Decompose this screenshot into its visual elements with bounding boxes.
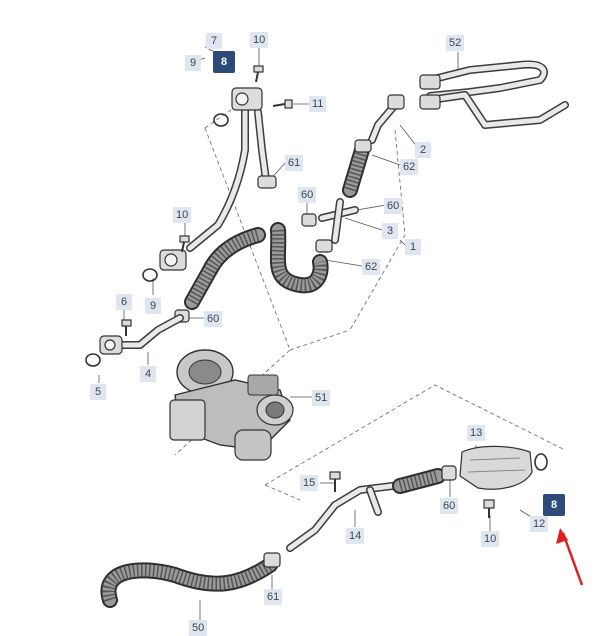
callout-10: 10 bbox=[481, 531, 500, 547]
coolant-pipe-lower-left bbox=[99, 314, 184, 355]
callout-51: 51 bbox=[312, 390, 331, 406]
callout-4: 4 bbox=[140, 366, 156, 382]
t-piece-3 bbox=[318, 198, 359, 244]
bolt-right-upper bbox=[272, 99, 293, 109]
callout-60: 60 bbox=[204, 311, 223, 327]
callout-61: 61 bbox=[264, 589, 283, 605]
callout-3: 3 bbox=[382, 223, 398, 239]
callout-50: 50 bbox=[189, 620, 208, 636]
callout-52: 52 bbox=[446, 35, 465, 51]
callout-9: 9 bbox=[145, 298, 161, 314]
callout-14: 14 bbox=[346, 528, 365, 544]
hose-clamp-61 bbox=[257, 175, 277, 189]
bolt-10-lower bbox=[483, 499, 495, 518]
o-ring-upper bbox=[213, 113, 229, 127]
o-ring-12 bbox=[534, 453, 548, 471]
connection-flange-upper bbox=[231, 87, 263, 111]
hose-clamp-60-lower bbox=[441, 465, 457, 481]
heat-shield-13 bbox=[459, 445, 533, 490]
pipe-assembly-52 bbox=[419, 60, 569, 129]
callout-12: 12 bbox=[530, 516, 549, 532]
callout-61: 61 bbox=[285, 155, 304, 171]
leader-lines bbox=[98, 46, 537, 620]
red-indicator-arrow bbox=[556, 528, 584, 586]
short-hose-left bbox=[184, 227, 266, 310]
callout-60: 60 bbox=[384, 198, 403, 214]
callout-1: 1 bbox=[405, 239, 421, 255]
bolt-upper bbox=[253, 65, 264, 83]
info-badge-8[interactable]: 8 bbox=[213, 51, 235, 73]
assembly-outline-lower bbox=[264, 384, 566, 501]
callout-13: 13 bbox=[467, 425, 486, 441]
bolt-15 bbox=[329, 471, 341, 492]
bolt-lower-left bbox=[121, 319, 132, 336]
callout-11: 11 bbox=[309, 96, 327, 112]
callout-60: 60 bbox=[440, 498, 459, 514]
small-hose-lower bbox=[392, 468, 446, 494]
info-badge-8[interactable]: 8 bbox=[543, 494, 565, 516]
turbocharger-51 bbox=[169, 349, 294, 461]
o-ring-left bbox=[142, 268, 158, 282]
callout-15: 15 bbox=[300, 475, 319, 491]
coolant-hose-50 bbox=[100, 557, 278, 608]
callout-5: 5 bbox=[90, 384, 106, 400]
pipe-union-left bbox=[159, 249, 187, 271]
callout-10: 10 bbox=[173, 207, 192, 223]
callout-9: 9 bbox=[185, 55, 201, 71]
callout-62: 62 bbox=[400, 159, 419, 175]
o-ring-lower-left bbox=[85, 353, 101, 367]
bolt-left bbox=[179, 235, 190, 253]
hose-clamp-62-lower bbox=[315, 239, 333, 253]
center-hose bbox=[269, 222, 329, 294]
callout-60: 60 bbox=[298, 187, 317, 203]
callout-10: 10 bbox=[250, 32, 269, 48]
hose-clamp-61-lower bbox=[263, 552, 281, 568]
callout-6: 6 bbox=[116, 294, 132, 310]
hose-clamp-60-center bbox=[301, 213, 317, 227]
hose-clamp-62-upper bbox=[354, 139, 372, 153]
callout-7: 7 bbox=[206, 33, 222, 49]
hose-connector-2 bbox=[368, 94, 405, 144]
small-hose-62 bbox=[342, 142, 370, 198]
callout-2: 2 bbox=[415, 142, 431, 158]
coolant-pipe-left bbox=[186, 106, 270, 252]
callout-62: 62 bbox=[362, 259, 381, 275]
